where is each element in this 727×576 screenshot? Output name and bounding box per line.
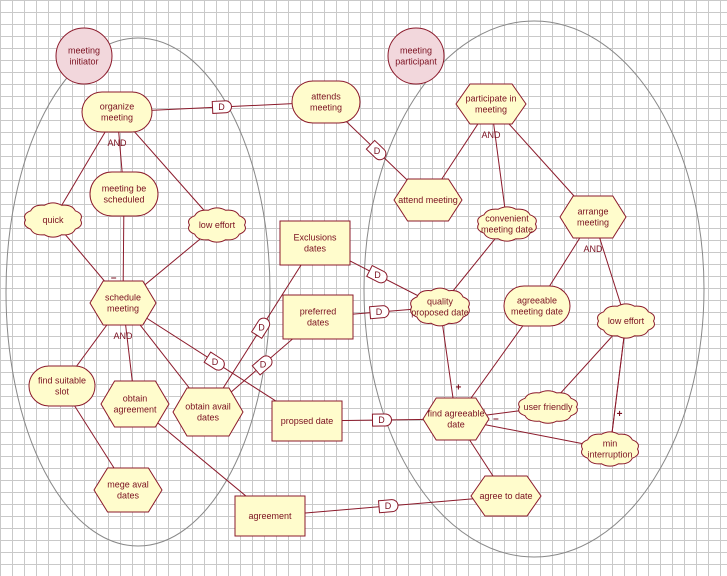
dependency-marker <box>377 499 399 514</box>
dependency-label: D <box>385 501 392 511</box>
softgoal-user-friendly[interactable] <box>518 390 578 424</box>
goal-find-slot[interactable] <box>28 365 96 407</box>
dependency-label: D <box>258 323 265 333</box>
task-agree-to-date-label: agree to date <box>479 491 532 501</box>
softgoal-low-effort-2-label: low effort <box>608 316 645 326</box>
dependency-label: D <box>218 102 225 112</box>
participant-boundary <box>363 20 705 558</box>
dependency-label: D <box>212 357 219 367</box>
task-schedule[interactable] <box>89 280 157 326</box>
contribution-sign: – <box>493 414 499 425</box>
contribution-link <box>609 320 629 450</box>
and-label: AND <box>113 331 133 341</box>
softgoal-quick[interactable] <box>24 202 82 238</box>
resource-agreement-label: agreement <box>248 511 292 521</box>
dependency-marker <box>211 100 232 114</box>
task-merge[interactable] <box>93 467 163 513</box>
softgoal-min-interruption[interactable] <box>581 431 639 467</box>
and-label: AND <box>481 130 501 140</box>
task-attend-label: attend meeting <box>398 195 458 205</box>
resource-exclusions[interactable] <box>279 220 351 266</box>
dependency-marker <box>365 139 387 161</box>
task-agree-to-date[interactable] <box>470 475 542 517</box>
dependency-marker <box>366 264 388 284</box>
resource-agreement[interactable] <box>234 495 306 537</box>
dependency-label: D <box>376 307 383 317</box>
and-label: AND <box>583 244 603 254</box>
goal-organize[interactable] <box>81 91 153 133</box>
softgoal-user-friendly-label: user friendly <box>523 402 573 412</box>
and-label: AND <box>107 138 127 148</box>
dependency-marker <box>251 355 273 376</box>
contribution-sign: + <box>456 382 462 393</box>
resource-preferred[interactable] <box>282 294 354 340</box>
dependency-marker <box>371 413 392 427</box>
softgoal-quality[interactable] <box>410 287 470 327</box>
task-obtain-avail[interactable] <box>172 387 244 437</box>
actor-initiator[interactable] <box>55 27 113 85</box>
contribution-sign: – <box>111 273 117 284</box>
softgoal-convenient[interactable] <box>477 206 537 242</box>
task-attend[interactable] <box>393 178 463 222</box>
actor-participant[interactable] <box>387 27 445 85</box>
dependency-label: D <box>260 360 267 370</box>
softgoal-low-effort-1[interactable] <box>188 207 246 243</box>
task-find-agreeable[interactable] <box>422 397 490 441</box>
task-obtain-agreement[interactable] <box>100 380 170 428</box>
goal-attends[interactable] <box>291 80 361 124</box>
dependency-label: D <box>378 415 385 425</box>
softgoal-quick-label: quick <box>42 215 64 225</box>
initiator-boundary <box>5 37 271 547</box>
dependency-label: D <box>374 146 381 156</box>
dependency-marker <box>203 351 225 371</box>
dependency-marker <box>250 317 271 340</box>
goal-be-scheduled[interactable] <box>89 171 159 217</box>
task-participate[interactable] <box>455 83 527 125</box>
task-arrange[interactable] <box>559 195 627 239</box>
dependency-label: D <box>374 270 381 280</box>
softgoal-low-effort-1-label: low effort <box>199 220 236 230</box>
resource-proposed-label: propsed date <box>281 416 334 426</box>
resource-proposed[interactable] <box>271 400 343 442</box>
dependency-marker <box>369 305 390 320</box>
goal-agreeable[interactable] <box>503 285 571 327</box>
contribution-sign: + <box>617 409 623 420</box>
softgoal-low-effort-2[interactable] <box>597 303 655 339</box>
